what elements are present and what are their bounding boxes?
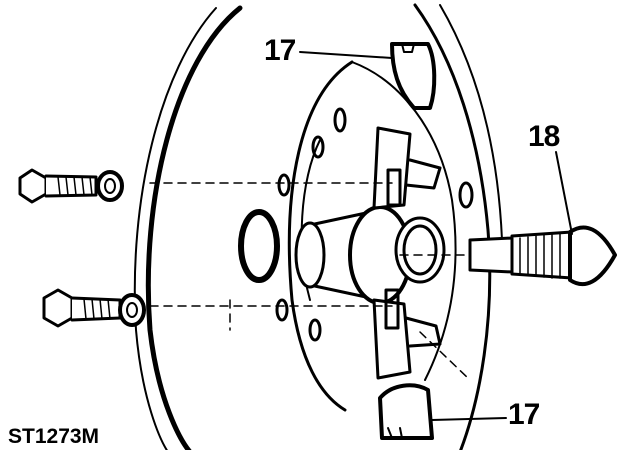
leader-lines <box>299 51 573 421</box>
central-hub <box>294 126 446 380</box>
bolt-lower <box>42 288 146 328</box>
callout-17-bottom: 17 <box>508 398 540 431</box>
callout-17-top: 17 <box>264 34 296 67</box>
bolt-holes <box>275 107 474 342</box>
outer-plate <box>133 3 503 450</box>
bolt-upper <box>18 168 124 204</box>
plate-oval-opening <box>238 209 280 283</box>
wedge-clip-top <box>390 42 437 110</box>
figure-reference-code: ST1273M <box>8 425 100 448</box>
centre-bolt <box>468 225 617 286</box>
callout-18: 18 <box>528 120 560 153</box>
wedge-clip-bottom <box>378 383 434 440</box>
